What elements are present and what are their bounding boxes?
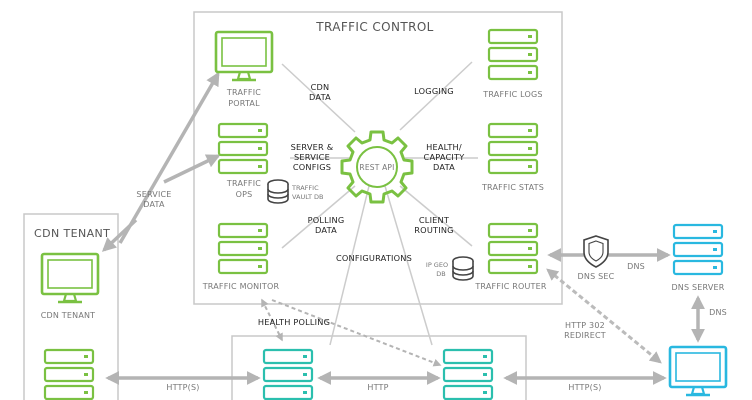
traffic-monitor-server-icon	[217, 222, 269, 275]
edge-label-health-capacity-1: HEALTH/	[426, 142, 462, 152]
traffic-ops-label-2: OPS	[236, 190, 253, 199]
rest-api-label: REST API	[359, 163, 394, 172]
traffic-portal-label-2: PORTAL	[228, 99, 260, 108]
traffic-portal-monitor-icon	[214, 30, 274, 82]
link-portal-api	[281, 63, 356, 133]
edge-label-https-right: HTTP(S)	[568, 383, 601, 392]
traffic-vault-label-2: VAULT DB	[292, 193, 323, 201]
ip-geo-db-label-1: IP GEO	[426, 261, 448, 269]
traffic-monitor-label: TRAFFIC MONITOR	[202, 282, 280, 291]
edge-label-polling-data-1: POLLING	[308, 215, 345, 225]
edge-label-polling-data-2: DATA	[315, 225, 337, 235]
dns-server-icon	[672, 223, 724, 276]
traffic-stats-server-icon	[487, 122, 539, 175]
edge-label-https-left: HTTP(S)	[166, 383, 199, 392]
link-router-api	[399, 185, 473, 247]
client-monitor-icon	[668, 345, 728, 397]
traffic-control-title: TRAFFIC CONTROL	[315, 20, 434, 34]
edge-label-service-data-1: SERVICE	[136, 190, 171, 199]
edge-label-server-configs-1: SERVER &	[291, 142, 334, 152]
cdn-tenant-origin-server-icon	[43, 348, 95, 400]
traffic-ops-server-icon	[217, 122, 269, 175]
edge-label-cdn-data-1: CDN	[311, 82, 330, 92]
edge-label-client-routing-2: ROUTING	[414, 225, 453, 235]
cdn-tenant-frame	[23, 213, 119, 400]
traffic-vault-db-icon	[267, 179, 289, 204]
edge-label-health-capacity-3: DATA	[433, 162, 455, 172]
edge-label-logging: LOGGING	[414, 86, 454, 96]
arrow-service-data-tenant	[101, 218, 138, 252]
edge-label-cdn-data-2: DATA	[309, 92, 331, 102]
edge-cache-server-right-icon	[442, 348, 494, 400]
arrow-service-data-portal	[118, 71, 220, 244]
edge-label-health-capacity-2: CAPACITY	[424, 152, 466, 162]
arrow-service-data-ops	[163, 154, 221, 184]
edge-label-http-302-1: HTTP 302	[565, 321, 605, 330]
dns-sec-label: DNS SEC	[578, 272, 615, 281]
traffic-stats-label: TRAFFIC STATS	[481, 183, 544, 192]
ip-geo-db-label-2: DB	[436, 270, 445, 278]
traffic-router-label: TRAFFIC ROUTER	[474, 282, 547, 291]
edge-label-configurations: CONFIGURATIONS	[336, 253, 412, 263]
edge-label-server-configs-3: CONFIGS	[293, 162, 331, 172]
edge-label-dns-router: DNS	[627, 262, 645, 271]
rest-api-gear-icon	[340, 130, 414, 204]
health-polling-dashed-right	[271, 299, 442, 367]
link-monitor-api	[281, 185, 356, 249]
traffic-logs-label: TRAFFIC LOGS	[482, 90, 542, 99]
edge-label-server-configs-2: SERVICE	[294, 152, 330, 162]
traffic-logs-server-icon	[487, 28, 539, 81]
link-logs-api	[399, 61, 473, 131]
dns-server-label: DNS SERVER	[671, 283, 724, 292]
cdn-tenant-label: CDN TENANT	[41, 311, 96, 320]
edge-label-client-routing-1: CLIENT	[419, 215, 450, 225]
link-api-cache-right	[384, 185, 433, 346]
traffic-ops-label-1: TRAFFIC	[226, 179, 261, 188]
cdn-tenant-monitor-icon	[40, 252, 100, 304]
cdn-tenant-title: CDN TENANT	[34, 227, 110, 240]
rest-api-connections	[281, 61, 478, 346]
thick-arrows	[101, 71, 705, 385]
edge-label-http-302-2: REDIRECT	[564, 331, 606, 340]
edge-label-service-data-2: DATA	[143, 200, 165, 209]
edge-label-dns-client: DNS	[709, 308, 727, 317]
ip-geo-db-icon	[452, 256, 474, 281]
traffic-control-frame	[193, 11, 563, 305]
health-polling-dashed-left	[261, 298, 283, 342]
http-302-dashed	[546, 268, 662, 364]
edge-cache-server-left-icon	[262, 348, 314, 400]
traffic-router-server-icon	[487, 222, 539, 275]
edge-label-http-mid: HTTP	[367, 383, 388, 392]
dns-sec-shield-icon	[583, 235, 609, 268]
link-api-cache-left	[329, 185, 370, 346]
traffic-portal-label-1: TRAFFIC	[226, 88, 261, 97]
traffic-vault-label-1: TRAFFIC	[291, 184, 319, 192]
edge-label-health-polling: HEALTH POLLING	[258, 317, 330, 327]
